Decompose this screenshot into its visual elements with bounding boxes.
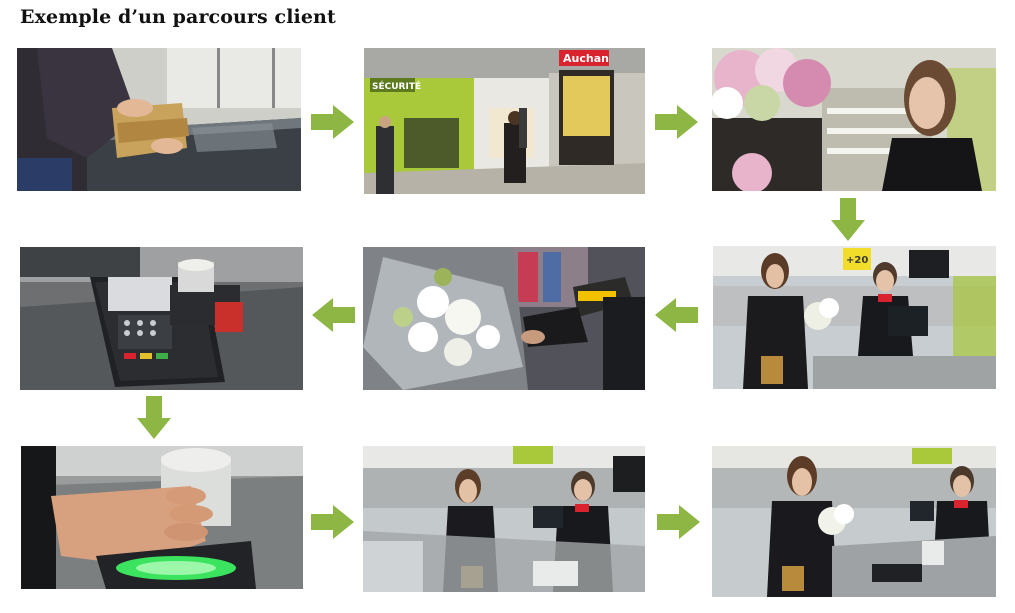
flow-arrow-down [831,198,865,241]
flow-arrow-left [655,298,698,332]
flow-arrow-right [311,105,354,139]
step-photo-fingerprint-reader [21,446,303,589]
flow-arrow-right [311,505,354,539]
step-photo-store-entrance: SÉCURITÉ Auchan [364,48,645,194]
page-title: Exemple d’un parcours client [20,6,336,28]
flow-arrow-left [312,298,355,332]
step-photo-departure [712,446,996,597]
securite-sign: SÉCURITÉ [372,80,421,92]
flow-arrow-right [655,105,698,139]
step-photo-payment-exchange [363,446,645,592]
step-photo-payment-terminal [20,247,303,390]
flow-arrow-right [657,505,700,539]
auchan-sign: Auchan [563,52,609,65]
step-photo-checkout-handover: +20 [713,246,996,389]
step-photo-bouquet-scan [363,247,645,390]
step-photo-placing-items [17,48,301,191]
step-photo-flower-selection [712,48,996,191]
flow-arrow-down [137,396,171,439]
promo-tag: +20 [846,255,868,266]
